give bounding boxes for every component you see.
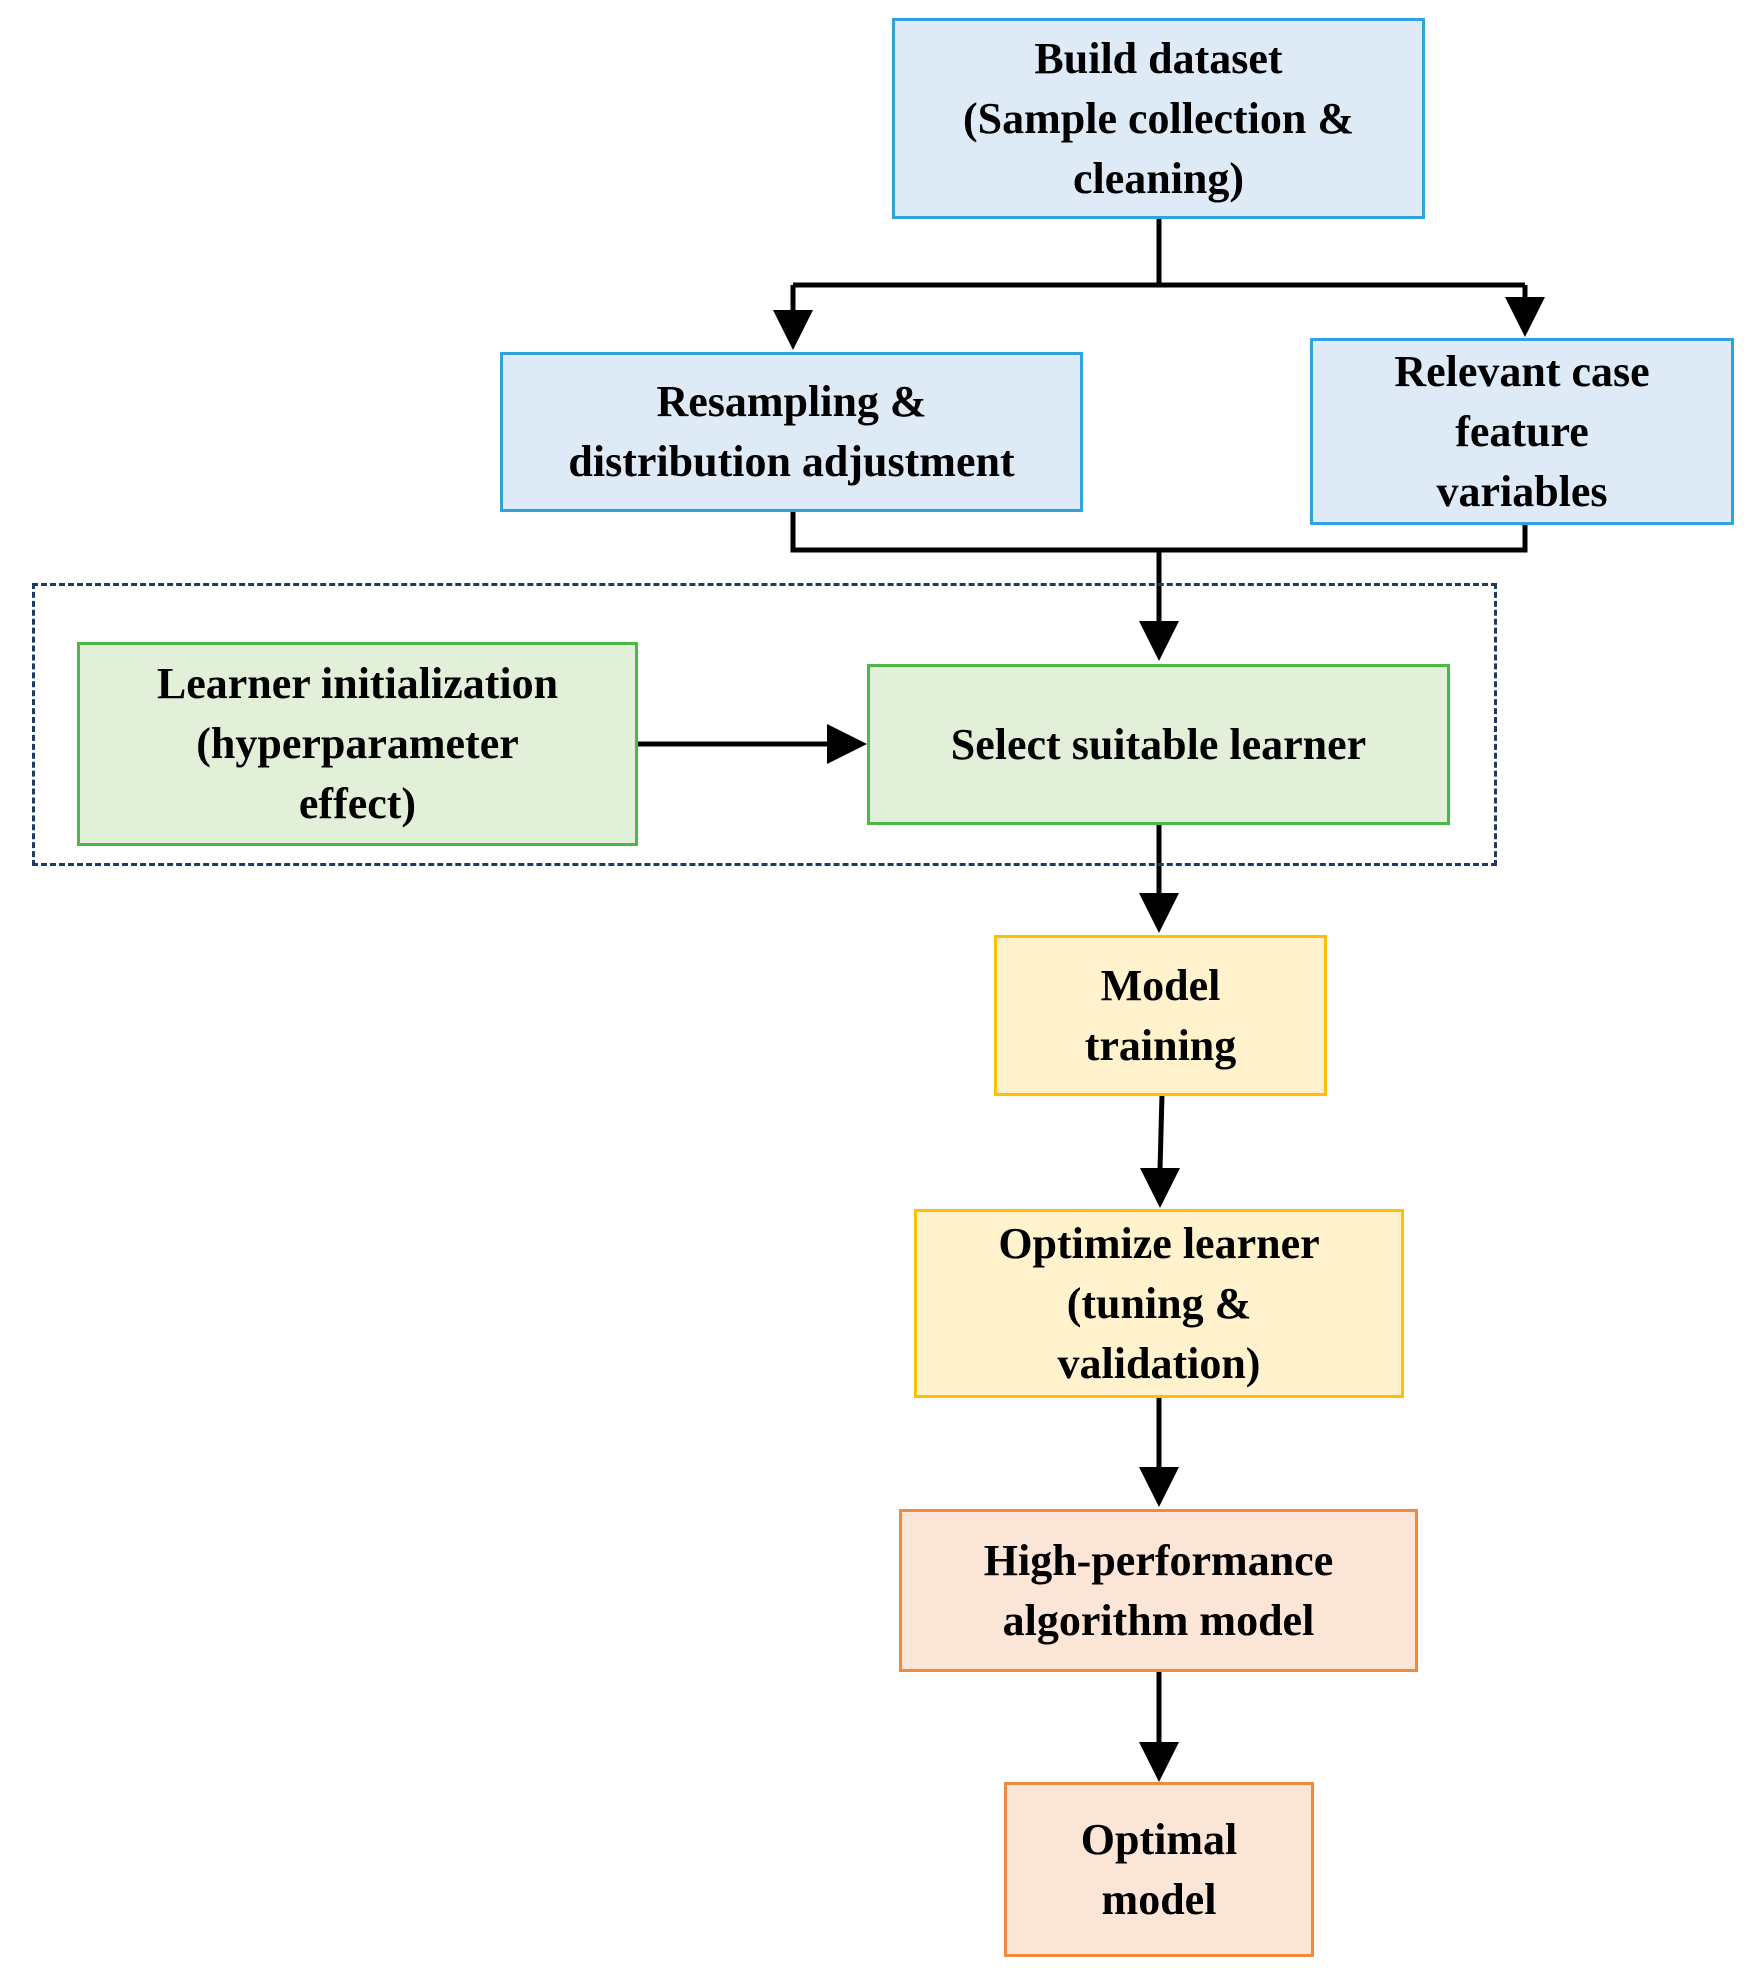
arrowhead-optimal — [1139, 1742, 1179, 1782]
node-high-performance-model: High-performance algorithm model — [899, 1509, 1418, 1672]
node-relevant-features: Relevant case feature variables — [1310, 338, 1734, 525]
arrowhead-select-left — [827, 724, 867, 764]
arrowhead-training — [1139, 893, 1179, 933]
arrowhead-optimize — [1140, 1168, 1180, 1208]
arrowhead-select-top — [1139, 621, 1179, 661]
arrowhead-features — [1505, 297, 1545, 337]
node-learner-initialization: Learner initialization (hyperparameter e… — [77, 642, 638, 846]
node-resampling: Resampling & distribution adjustment — [500, 352, 1083, 512]
arrowhead-highperf — [1139, 1467, 1179, 1507]
node-optimal-model: Optimal model — [1004, 1782, 1314, 1957]
arrowhead-resampling — [773, 310, 813, 350]
learner-selection-group-frame — [32, 583, 1497, 866]
node-optimize-learner: Optimize learner (tuning & validation) — [914, 1209, 1404, 1398]
edge-features-down — [1159, 523, 1528, 553]
node-model-training: Model training — [994, 935, 1327, 1096]
edge-training-to-optimize — [1157, 1093, 1165, 1171]
node-build-dataset: Build dataset (Sample collection & clean… — [892, 18, 1425, 219]
node-select-learner: Select suitable learner — [867, 664, 1450, 825]
edge-resampling-down — [790, 510, 1159, 553]
